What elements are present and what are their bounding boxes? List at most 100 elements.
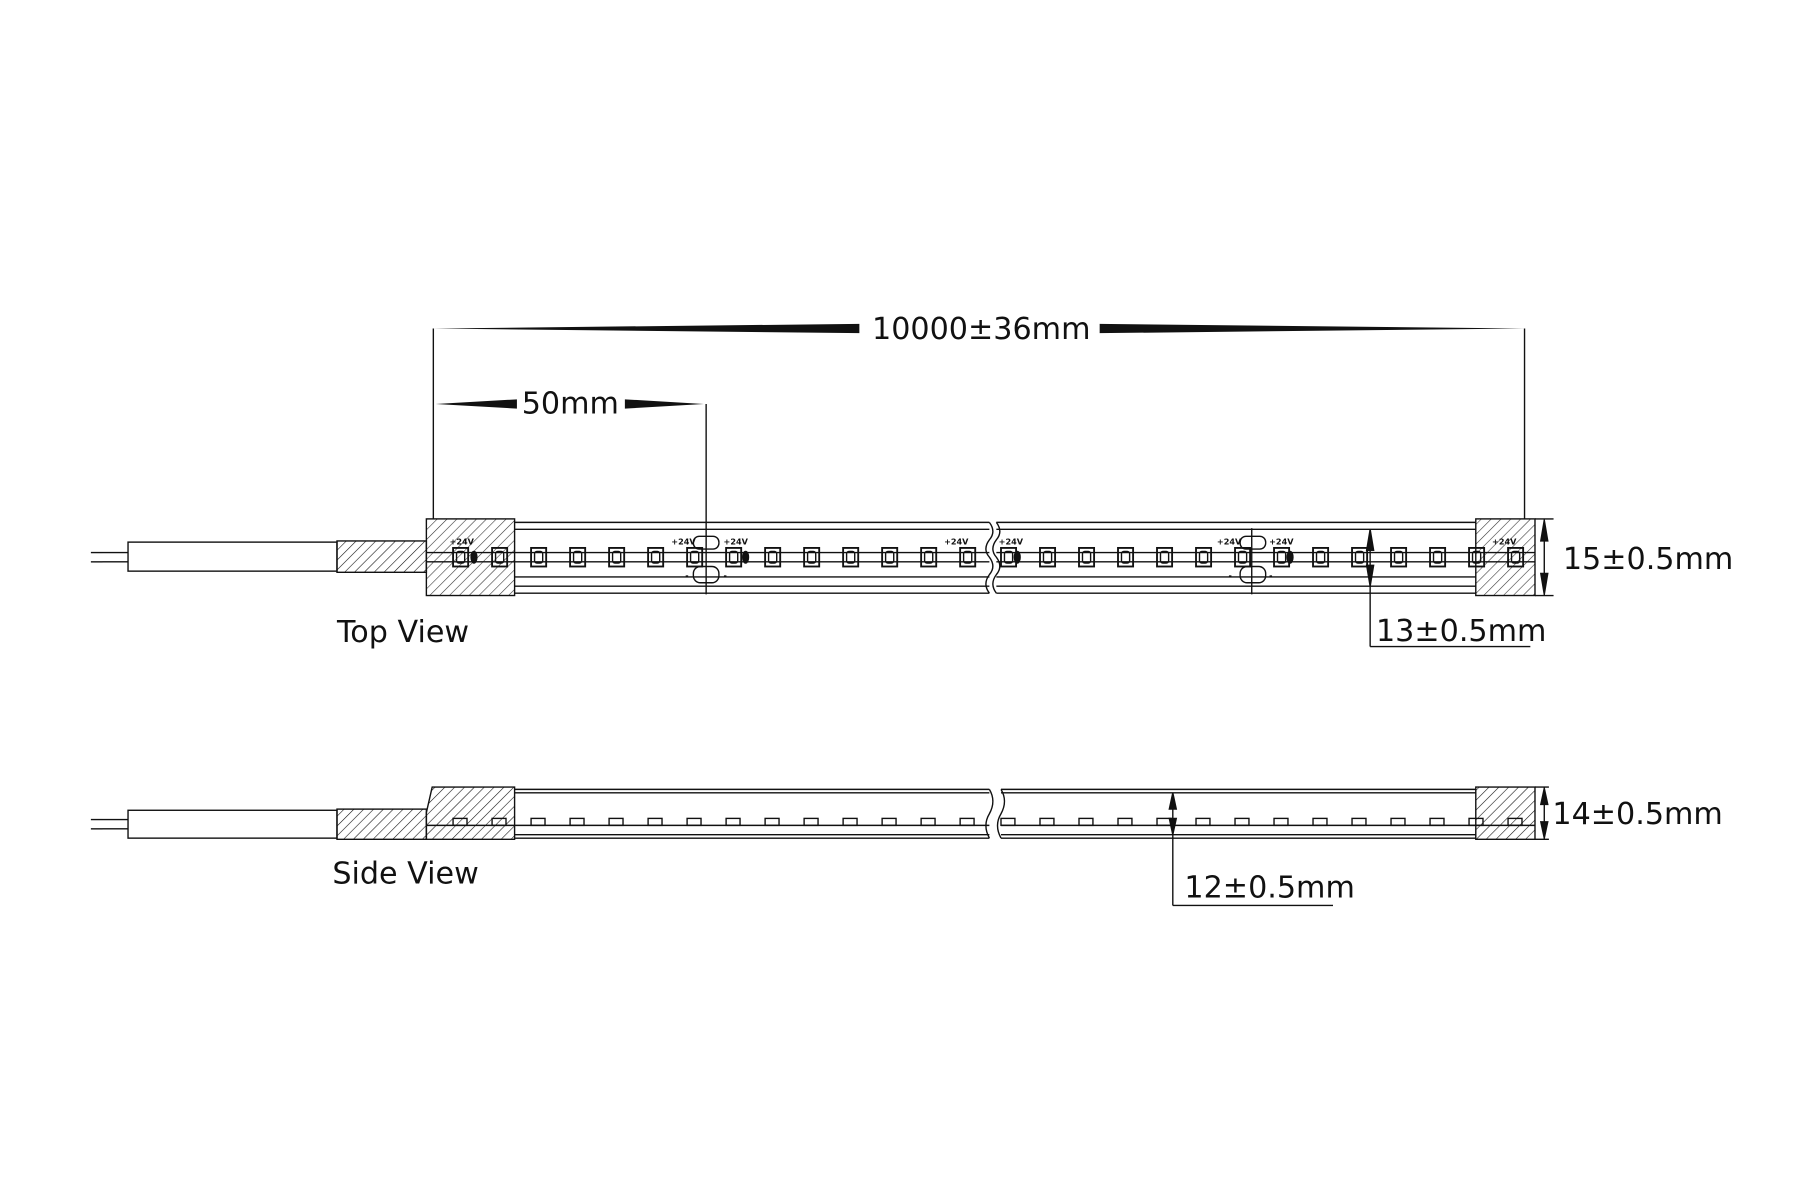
led-chip-lens <box>1081 550 1092 564</box>
led-chip-lens <box>1003 550 1014 564</box>
led-chip <box>920 546 938 568</box>
led-chip <box>803 546 821 568</box>
heat-shrink-sleeve <box>336 540 428 573</box>
heat-shrink-sleeve <box>336 808 428 840</box>
led-chip <box>530 546 548 568</box>
cut-length-dimension: 50mm <box>435 386 707 595</box>
pad-label-plus: +24V <box>999 536 1024 546</box>
led-chip <box>608 817 624 827</box>
strip-segment-right <box>992 521 1535 594</box>
led-chip-lens <box>728 550 739 564</box>
led-chip-lens <box>1042 550 1053 564</box>
total-length-dimension: 10000±36mm <box>432 312 1526 519</box>
led-chip <box>959 817 975 827</box>
led-chip <box>569 817 585 827</box>
pad-label-plus: +24V <box>1217 536 1242 546</box>
led-chip <box>881 546 899 568</box>
side-view: 14±0.5mm 12±0.5mm Side View <box>90 786 1723 907</box>
led-chip <box>1117 546 1135 568</box>
end-cap-right <box>1475 518 1536 597</box>
led-chip-lens <box>533 550 544 564</box>
led-chip-lens <box>845 550 856 564</box>
led-chip <box>608 546 626 568</box>
cable <box>90 540 428 573</box>
pad-label-minus: - <box>1229 570 1232 580</box>
led-chip <box>1429 546 1447 568</box>
top-view-label: Top View <box>336 615 469 650</box>
led-chip-lens <box>1276 550 1287 564</box>
end-cap-right <box>1475 786 1536 840</box>
pad-label-plus: +24V <box>450 536 475 546</box>
led-chip <box>1390 817 1406 827</box>
led-chip-lens <box>1432 550 1443 564</box>
led-chip <box>1312 817 1328 827</box>
top-view: +24V +24V +24V +24V +24V +24V +24V +24V … <box>90 518 1733 650</box>
led-chip <box>1039 546 1057 568</box>
total-length-label: 10000±36mm <box>872 312 1090 347</box>
pad-label-minus: - <box>685 570 688 580</box>
side-inner-height-label: 12±0.5mm <box>1184 870 1354 905</box>
led-chip <box>1351 817 1367 827</box>
led-chip <box>959 546 977 568</box>
led-chip <box>1195 817 1211 827</box>
side-outer-height-label: 14±0.5mm <box>1552 797 1722 832</box>
led-chip <box>1429 817 1445 827</box>
strip-segment-left <box>426 521 994 594</box>
led-chip-lens <box>806 550 817 564</box>
led-chip-lens <box>572 550 583 564</box>
led-chip <box>569 546 587 568</box>
cable <box>90 808 428 840</box>
side-outer-height-dimension: 14±0.5mm <box>1534 786 1723 840</box>
led-chip <box>764 546 782 568</box>
led-chip <box>1351 546 1369 568</box>
led-chip <box>647 546 665 568</box>
led-chip-lens <box>689 550 700 564</box>
cut-length-label: 50mm <box>522 386 619 421</box>
pad-label-minus: - <box>724 570 727 580</box>
pad-label-plus: +24V <box>724 536 749 546</box>
pad-label-plus: +24V <box>1492 536 1517 546</box>
led-chip <box>1390 546 1408 568</box>
led-chip <box>842 546 860 568</box>
led-chip-lens <box>1315 550 1326 564</box>
led-chip <box>1273 817 1289 827</box>
led-chip-lens <box>1393 550 1404 564</box>
led-chip-lens <box>884 550 895 564</box>
led-chip-lens <box>1354 550 1365 564</box>
led-chip-lens <box>650 550 661 564</box>
led-chip <box>920 817 936 827</box>
led-chip <box>1000 817 1016 827</box>
led-chip <box>686 817 702 827</box>
led-chip <box>1117 817 1133 827</box>
pad-label-plus: +24V <box>671 536 696 546</box>
solder-pads: +24V +24V +24V +24V +24V +24V +24V +24V … <box>450 528 1517 595</box>
led-chip <box>725 817 741 827</box>
led-chip <box>1078 817 1094 827</box>
top-inner-width-label: 13±0.5mm <box>1376 614 1546 649</box>
led-chip <box>803 817 819 827</box>
led-chip <box>1195 546 1213 568</box>
led-chip <box>1156 546 1174 568</box>
end-cap-left <box>425 786 516 840</box>
led-chip <box>1234 817 1250 827</box>
top-inner-width-dimension: 13±0.5mm <box>1365 529 1546 649</box>
led-chip <box>1039 817 1055 827</box>
led-chip <box>842 817 858 827</box>
led-chip <box>881 817 897 827</box>
led-chip <box>530 817 546 827</box>
led-chip <box>1078 546 1096 568</box>
top-outer-width-dimension: 15±0.5mm <box>1534 518 1733 597</box>
led-chip-lens <box>611 550 622 564</box>
pad-label-minus: - <box>1269 570 1272 580</box>
led-chip <box>1312 546 1330 568</box>
led-chip <box>725 546 743 568</box>
led-chip <box>764 817 780 827</box>
side-inner-height-dimension: 12±0.5mm <box>1168 792 1355 907</box>
led-chip-lens <box>1237 550 1248 564</box>
led-chip-lens <box>767 550 778 564</box>
led-chip-lens <box>923 550 934 564</box>
led-chip-lens <box>1198 550 1209 564</box>
side-view-label: Side View <box>332 856 478 891</box>
led-chip-lens <box>962 550 973 564</box>
